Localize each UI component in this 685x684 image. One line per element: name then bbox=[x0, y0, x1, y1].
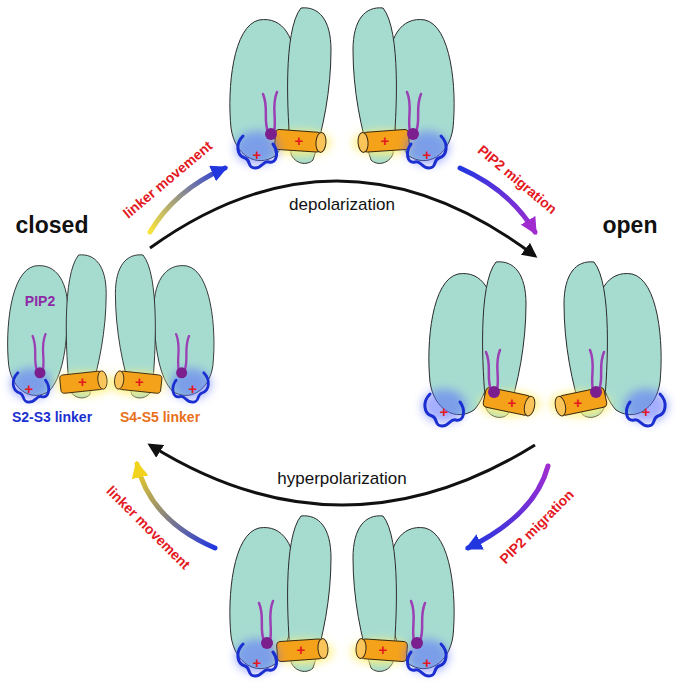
charge-sign: + bbox=[135, 374, 144, 391]
part-label: S2-S3 linker bbox=[12, 410, 92, 425]
state-label: closed bbox=[16, 213, 89, 238]
transition-label: depolarization bbox=[289, 196, 395, 215]
step-label: linker movement bbox=[103, 483, 193, 573]
open-channel bbox=[422, 262, 668, 426]
charge-sign: + bbox=[423, 655, 432, 672]
channel-half bbox=[550, 262, 668, 426]
channel-half bbox=[351, 516, 454, 676]
channel-half bbox=[8, 255, 112, 402]
part-label: S4-S5 linker bbox=[120, 410, 200, 425]
channel-half bbox=[422, 262, 540, 426]
charge-sign: + bbox=[253, 655, 262, 672]
charge-sign: + bbox=[379, 642, 388, 659]
charge-sign: + bbox=[253, 147, 262, 164]
charge-sign: + bbox=[508, 395, 517, 412]
channel-half bbox=[230, 516, 333, 676]
channel-half bbox=[110, 255, 214, 402]
charge-sign: + bbox=[297, 642, 306, 659]
charge-sign: + bbox=[423, 147, 432, 164]
state-label: open bbox=[603, 213, 658, 238]
cycle-arc bbox=[150, 445, 535, 505]
charge-sign: + bbox=[574, 395, 583, 412]
step-label: PIP2 migration bbox=[475, 143, 560, 218]
channel-half bbox=[353, 8, 454, 168]
lipid-label: PIP2 bbox=[25, 294, 55, 309]
charge-sign: + bbox=[78, 374, 87, 391]
charge-sign: + bbox=[295, 133, 304, 150]
charge-sign: + bbox=[188, 381, 197, 398]
intermediate-channel bbox=[230, 516, 454, 676]
closed-channel bbox=[8, 255, 214, 402]
charge-sign: + bbox=[381, 133, 390, 150]
charge-sign: + bbox=[642, 404, 651, 421]
step-label: linker movement bbox=[120, 138, 215, 221]
transition-label: hyperpolarization bbox=[277, 470, 406, 489]
charge-sign: + bbox=[440, 404, 449, 421]
charge-sign: + bbox=[25, 381, 34, 398]
step-label: PIP2 migration bbox=[497, 487, 577, 567]
intermediate-channel bbox=[230, 8, 454, 168]
channel-half bbox=[230, 8, 331, 168]
cycle-arc bbox=[150, 181, 535, 256]
